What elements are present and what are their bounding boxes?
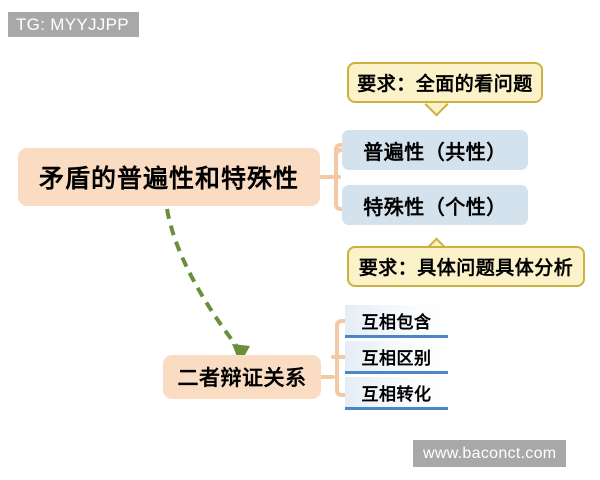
node-dialectical-relation[interactable]: 二者辩证关系 bbox=[163, 355, 321, 399]
node-aspect-mutual-inclusion[interactable]: 互相包含 bbox=[345, 305, 448, 338]
node-particularity[interactable]: 特殊性（个性） bbox=[342, 185, 528, 225]
node-universality[interactable]: 普遍性（共性） bbox=[342, 130, 528, 170]
connector-relation-to-aspects bbox=[319, 319, 347, 397]
node-root-title[interactable]: 矛盾的普遍性和特殊性 bbox=[18, 148, 320, 206]
arrow-root-to-relation bbox=[165, 208, 250, 364]
connector-root-to-branches bbox=[318, 143, 346, 211]
watermark-bottom-right: www.baconct.com bbox=[413, 440, 567, 467]
node-aspect-mutual-distinction[interactable]: 互相区别 bbox=[345, 341, 448, 374]
node-aspect-mutual-transformation[interactable]: 互相转化 bbox=[345, 377, 448, 410]
callout-requirement-universality[interactable]: 要求：全面的看问题 bbox=[347, 62, 543, 103]
watermark-top-left: TG: MYYJJPP bbox=[8, 12, 139, 37]
callout-requirement-particularity[interactable]: 要求：具体问题具体分析 bbox=[347, 246, 585, 287]
